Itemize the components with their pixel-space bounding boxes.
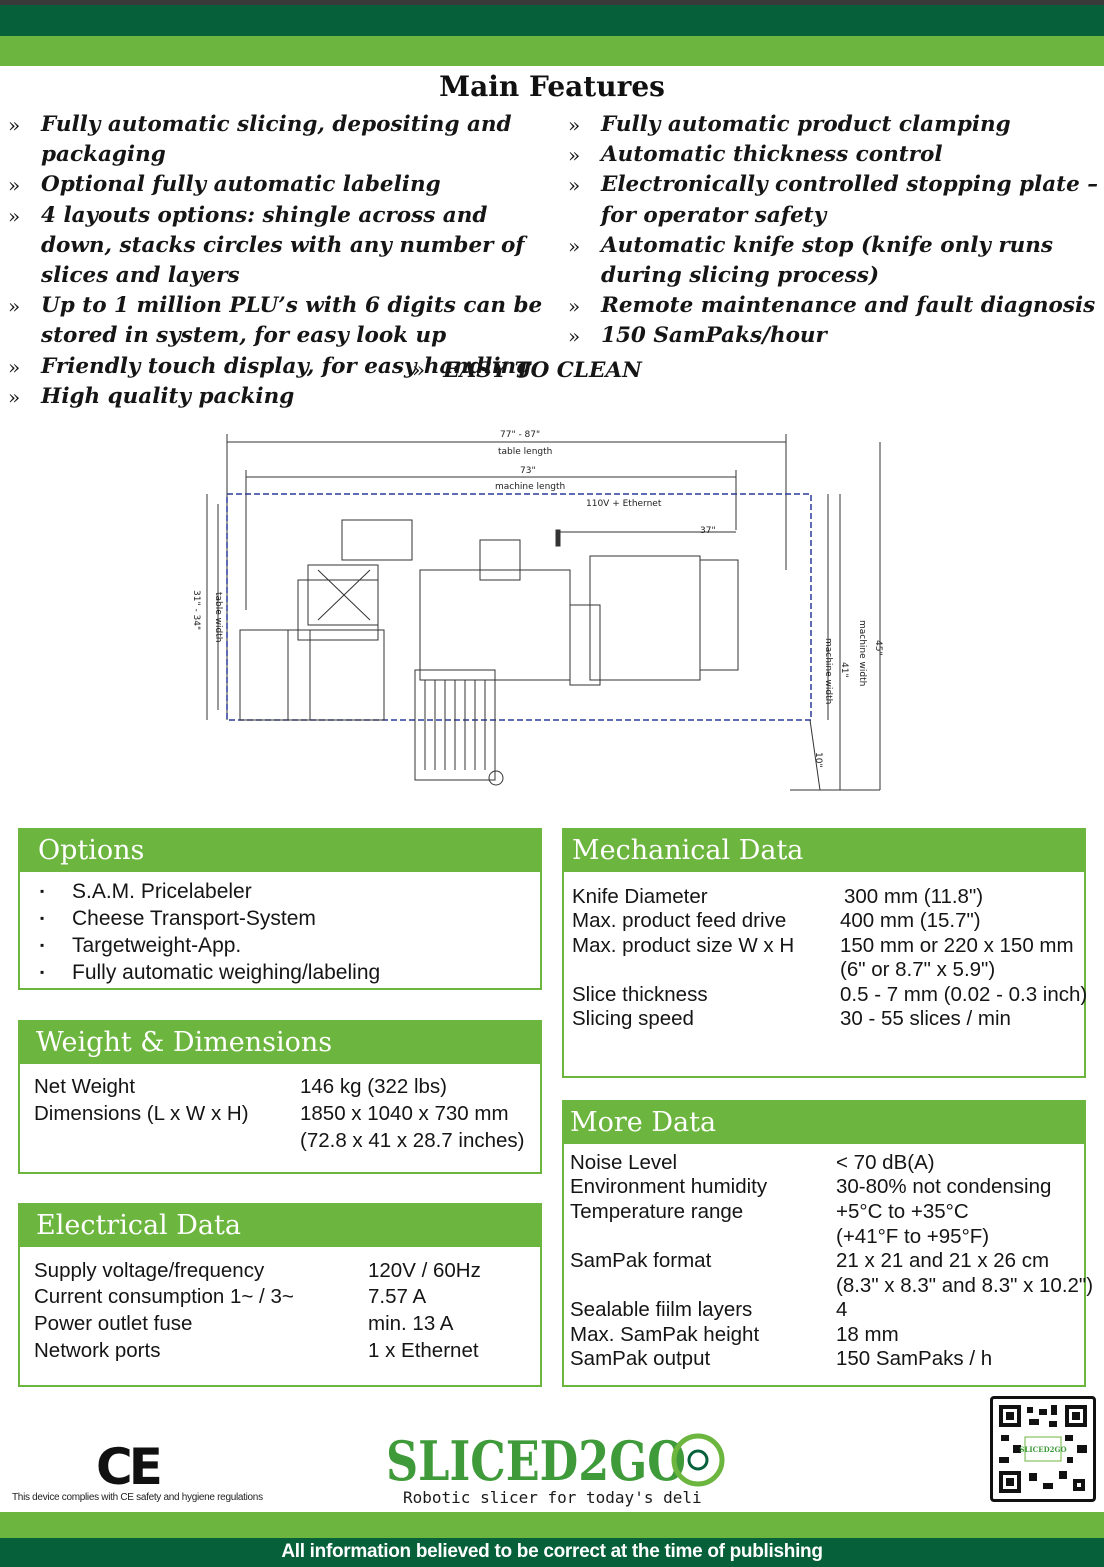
feature-item: »Automatic knife stop (knife only runs d… xyxy=(568,232,1054,289)
size-value: 150 mm or 220 x 150 mm xyxy=(840,934,1074,957)
temperature-value: +5°C to +35°C xyxy=(836,1200,969,1223)
electrical-panel: Electrical Data Supply voltage/frequency… xyxy=(18,1203,542,1387)
noise-value: < 70 dB(A) xyxy=(836,1151,935,1174)
dim-machine-width-label: machine width xyxy=(823,638,833,704)
svg-text:SLICED2GO: SLICED2GO xyxy=(1019,1445,1066,1454)
dim-table-length-label: table length xyxy=(498,447,552,457)
dim-machine-width-label-2: machine width xyxy=(857,620,867,686)
feature-item: »Automatic thickness control xyxy=(568,142,943,168)
dimensions-value: 1850 x 1040 x 730 mm xyxy=(300,1102,509,1125)
dimensions-label: Dimensions (L x W x H) xyxy=(34,1102,249,1125)
thickness-value: 0.5 - 7 mm (0.02 - 0.3 inch) xyxy=(840,983,1088,1006)
electrical-title: Electrical Data xyxy=(20,1205,540,1247)
more-data-panel: More Data Noise Level < 70 dB(A) Environ… xyxy=(562,1100,1093,1387)
dim-10: 10" xyxy=(813,752,823,768)
feature-item: »High quality packing xyxy=(8,383,295,409)
dim-table-width-label: table width xyxy=(213,592,223,642)
feature-easy-to-clean: »EASY TO CLEAN xyxy=(412,358,642,383)
bottom-light-band xyxy=(0,1512,1104,1538)
feature-item: »4 layouts options: shingle across and d… xyxy=(8,202,525,289)
network-value: 1 x Ethernet xyxy=(368,1339,479,1362)
thickness-label: Slice thickness xyxy=(572,983,708,1006)
options-list: S.A.M. Pricelabeler Cheese Transport-Sys… xyxy=(40,878,380,986)
size-label: Max. product size W x H xyxy=(572,934,795,957)
format-inches: (8.3" x 8.3" and 8.3" x 10.2") xyxy=(836,1274,1094,1297)
feature-item: »Fully automatic slicing, depositing and… xyxy=(8,112,512,168)
features-left-list: »Fully automatic slicing, depositing and… xyxy=(8,110,553,412)
weight-dimensions-panel: Weight & Dimensions Net Weight 146 kg (3… xyxy=(18,1020,542,1174)
tagline: Robotic slicer for today's deli xyxy=(403,1488,702,1507)
options-title: Options xyxy=(20,830,540,872)
fuse-label: Power outlet fuse xyxy=(34,1312,193,1335)
features-right-list: »Fully automatic product clamping »Autom… xyxy=(568,110,1098,352)
speed-label: Slicing speed xyxy=(572,1007,694,1030)
dim-37: 37" xyxy=(700,526,716,536)
option-item: S.A.M. Pricelabeler xyxy=(40,878,380,905)
height-label: Max. SamPak height xyxy=(570,1323,760,1346)
weight-value: 146 kg (322 lbs) xyxy=(300,1075,448,1098)
format-label: SamPak format xyxy=(570,1249,712,1272)
dim-table-width: 31" - 34" xyxy=(191,590,201,630)
temperature-label: Temperature range xyxy=(570,1200,744,1223)
ce-mark-icon: CE xyxy=(96,1438,163,1496)
feature-item: »Friendly touch display, for easy handli… xyxy=(8,353,532,379)
feature-item: »Optional fully automatic labeling xyxy=(8,172,441,198)
size-inches: (6" or 8.7" x 5.9") xyxy=(840,958,996,981)
dim-machine-width-41: 41" xyxy=(839,662,849,678)
top-light-band xyxy=(0,36,1104,66)
height-value: 18 mm xyxy=(836,1323,899,1346)
ce-compliance-note: This device complies with CE safety and … xyxy=(12,1492,263,1503)
film-layers-value: 4 xyxy=(836,1298,848,1321)
dim-table-length: 77" - 87" xyxy=(500,430,540,440)
feature-item: »Electronically controlled stopping plat… xyxy=(568,172,1098,228)
disclaimer: All information believed to be correct a… xyxy=(281,1541,823,1562)
sliced2go-logo: SLICED2GO xyxy=(386,1429,725,1488)
option-item: Cheese Transport-System xyxy=(40,905,380,932)
bottom-dark-band xyxy=(0,1538,1104,1567)
network-label: Network ports xyxy=(34,1339,161,1362)
supply-voltage-value: 120V / 60Hz xyxy=(368,1259,481,1282)
feature-item: »Up to 1 million PLU’s with 6 digits can… xyxy=(8,293,543,349)
supply-voltage-label: Supply voltage/frequency xyxy=(34,1259,265,1282)
svg-text:SLICED2GO: SLICED2GO xyxy=(386,1429,686,1488)
option-item: Fully automatic weighing/labeling xyxy=(40,959,380,986)
weight-dimensions-title: Weight & Dimensions xyxy=(20,1022,540,1064)
temperature-fahrenheit: (+41°F to +95°F) xyxy=(836,1225,990,1248)
dim-machine-width-45: 45" xyxy=(873,640,883,656)
more-data-title: More Data xyxy=(564,1102,1084,1144)
feature-item: »Remote maintenance and fault diagnosis xyxy=(568,293,1096,319)
weight-label: Net Weight xyxy=(34,1075,136,1098)
format-value: 21 x 21 and 21 x 26 cm xyxy=(836,1249,1050,1272)
current-label: Current consumption 1~ / 3~ xyxy=(34,1285,294,1308)
dim-machine-length-label: machine length xyxy=(495,482,565,492)
top-dark-band xyxy=(0,0,1104,36)
option-item: Targetweight-App. xyxy=(40,932,380,959)
noise-label: Noise Level xyxy=(570,1151,678,1174)
dim-power: 110V + Ethernet xyxy=(586,499,662,509)
feature-item: »150 SamPaks/hour xyxy=(568,323,827,349)
humidity-value: 30-80% not condensing xyxy=(836,1175,1052,1198)
current-value: 7.57 A xyxy=(368,1285,427,1308)
options-panel: Options S.A.M. Pricelabeler Cheese Trans… xyxy=(18,828,542,990)
speed-value: 30 - 55 slices / min xyxy=(840,1007,1011,1030)
feature-item: »Fully automatic product clamping xyxy=(568,112,1011,137)
fuse-value: min. 13 A xyxy=(368,1312,454,1335)
mechanical-panel: Mechanical Data Knife Diameter 300 mm (1… xyxy=(562,828,1088,1078)
dim-machine-length: 73" xyxy=(520,466,536,476)
mechanical-title: Mechanical Data xyxy=(564,830,1084,872)
feed-value: 400 mm (15.7") xyxy=(840,909,981,932)
humidity-label: Environment humidity xyxy=(570,1175,768,1198)
output-value: 150 SamPaks / h xyxy=(836,1347,993,1370)
machine-dimension-drawing: 77" - 87" table length 73" machine lengt… xyxy=(191,430,883,791)
output-label: SamPak output xyxy=(570,1347,711,1370)
dimensions-inches: (72.8 x 41 x 28.7 inches) xyxy=(300,1129,525,1152)
qr-code-icon[interactable]: SLICED2GO xyxy=(990,1396,1096,1502)
feed-label: Max. product feed drive xyxy=(572,909,787,932)
film-layers-label: Sealable fiilm layers xyxy=(570,1298,753,1321)
knife-value: 300 mm (11.8") xyxy=(844,885,984,908)
knife-label: Knife Diameter xyxy=(572,885,708,908)
features-title: Main Features xyxy=(439,70,665,103)
